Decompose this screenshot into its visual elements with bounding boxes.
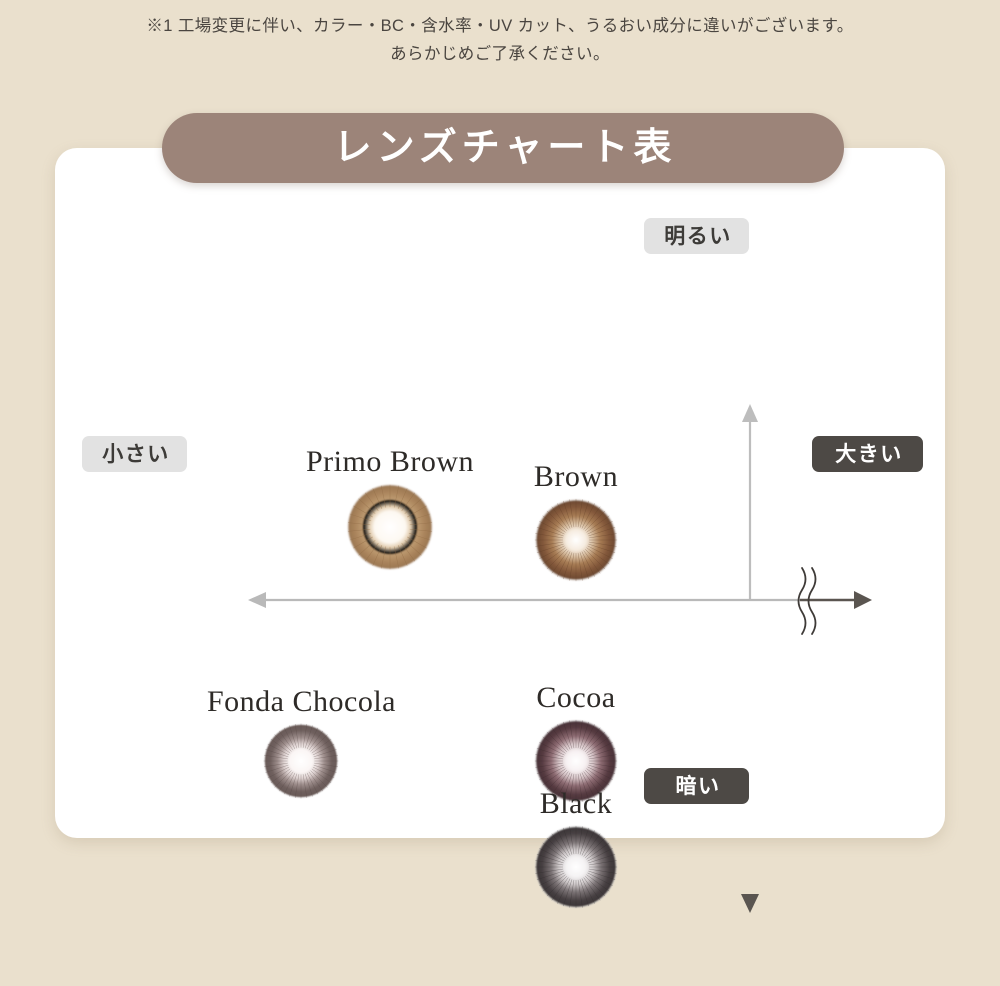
lens-item-brown[interactable]: Brown — [533, 461, 619, 583]
footnote-text: ※1 工場変更に伴い、カラー・BC・含水率・UV カット、うるおい成分に違いがご… — [50, 12, 950, 69]
axis-label-dark-text: 暗い — [675, 774, 721, 798]
lens-name-label: Black — [539, 787, 613, 820]
axis-label-large: 大きい — [812, 436, 923, 472]
lens-item-fonda-chocola[interactable]: Fonda Chocola — [207, 686, 396, 800]
axis-arrow-left — [248, 592, 266, 608]
axis-label-large-text: 大きい — [835, 442, 903, 466]
axis-label-small-text: 小さい — [102, 442, 170, 466]
axis-label-small: 小さい — [82, 436, 187, 472]
lens-image-black — [534, 825, 618, 908]
lens-name-label: Fonda Chocola — [207, 685, 396, 718]
lens-image-fonda-chocola — [264, 723, 339, 798]
footnote-line-1: ※1 工場変更に伴い、カラー・BC・含水率・UV カット、うるおい成分に違いがご… — [146, 17, 854, 35]
lens-item-cocoa[interactable]: Cocoa — [533, 682, 619, 804]
lens-name-label: Primo Brown — [306, 445, 475, 478]
lens-image-brown — [534, 498, 618, 581]
axis-label-bright: 明るい — [644, 218, 749, 254]
footnote-line-2: あらかじめご了承ください。 — [390, 45, 610, 64]
axis-label-dark: 暗い — [644, 768, 749, 804]
lens-image-primo-brown — [346, 483, 434, 570]
chart-title-banner: レンズチャート表 — [162, 113, 844, 183]
axis-break-symbol — [797, 567, 817, 635]
lens-name-label: Brown — [533, 460, 619, 493]
lens-item-primo-brown[interactable]: Primo Brown — [306, 446, 474, 572]
lens-name-label: Cocoa — [536, 681, 616, 714]
axis-arrow-up — [742, 404, 758, 422]
page-title: レンズチャート表 — [333, 127, 677, 169]
lens-item-black[interactable]: Black — [533, 788, 619, 910]
lens-chart-card: Primo Brown — [55, 148, 945, 913]
axis-label-bright-text: 明るい — [664, 224, 732, 248]
axis-arrow-right — [854, 591, 872, 609]
lens-image-cocoa — [534, 719, 618, 802]
